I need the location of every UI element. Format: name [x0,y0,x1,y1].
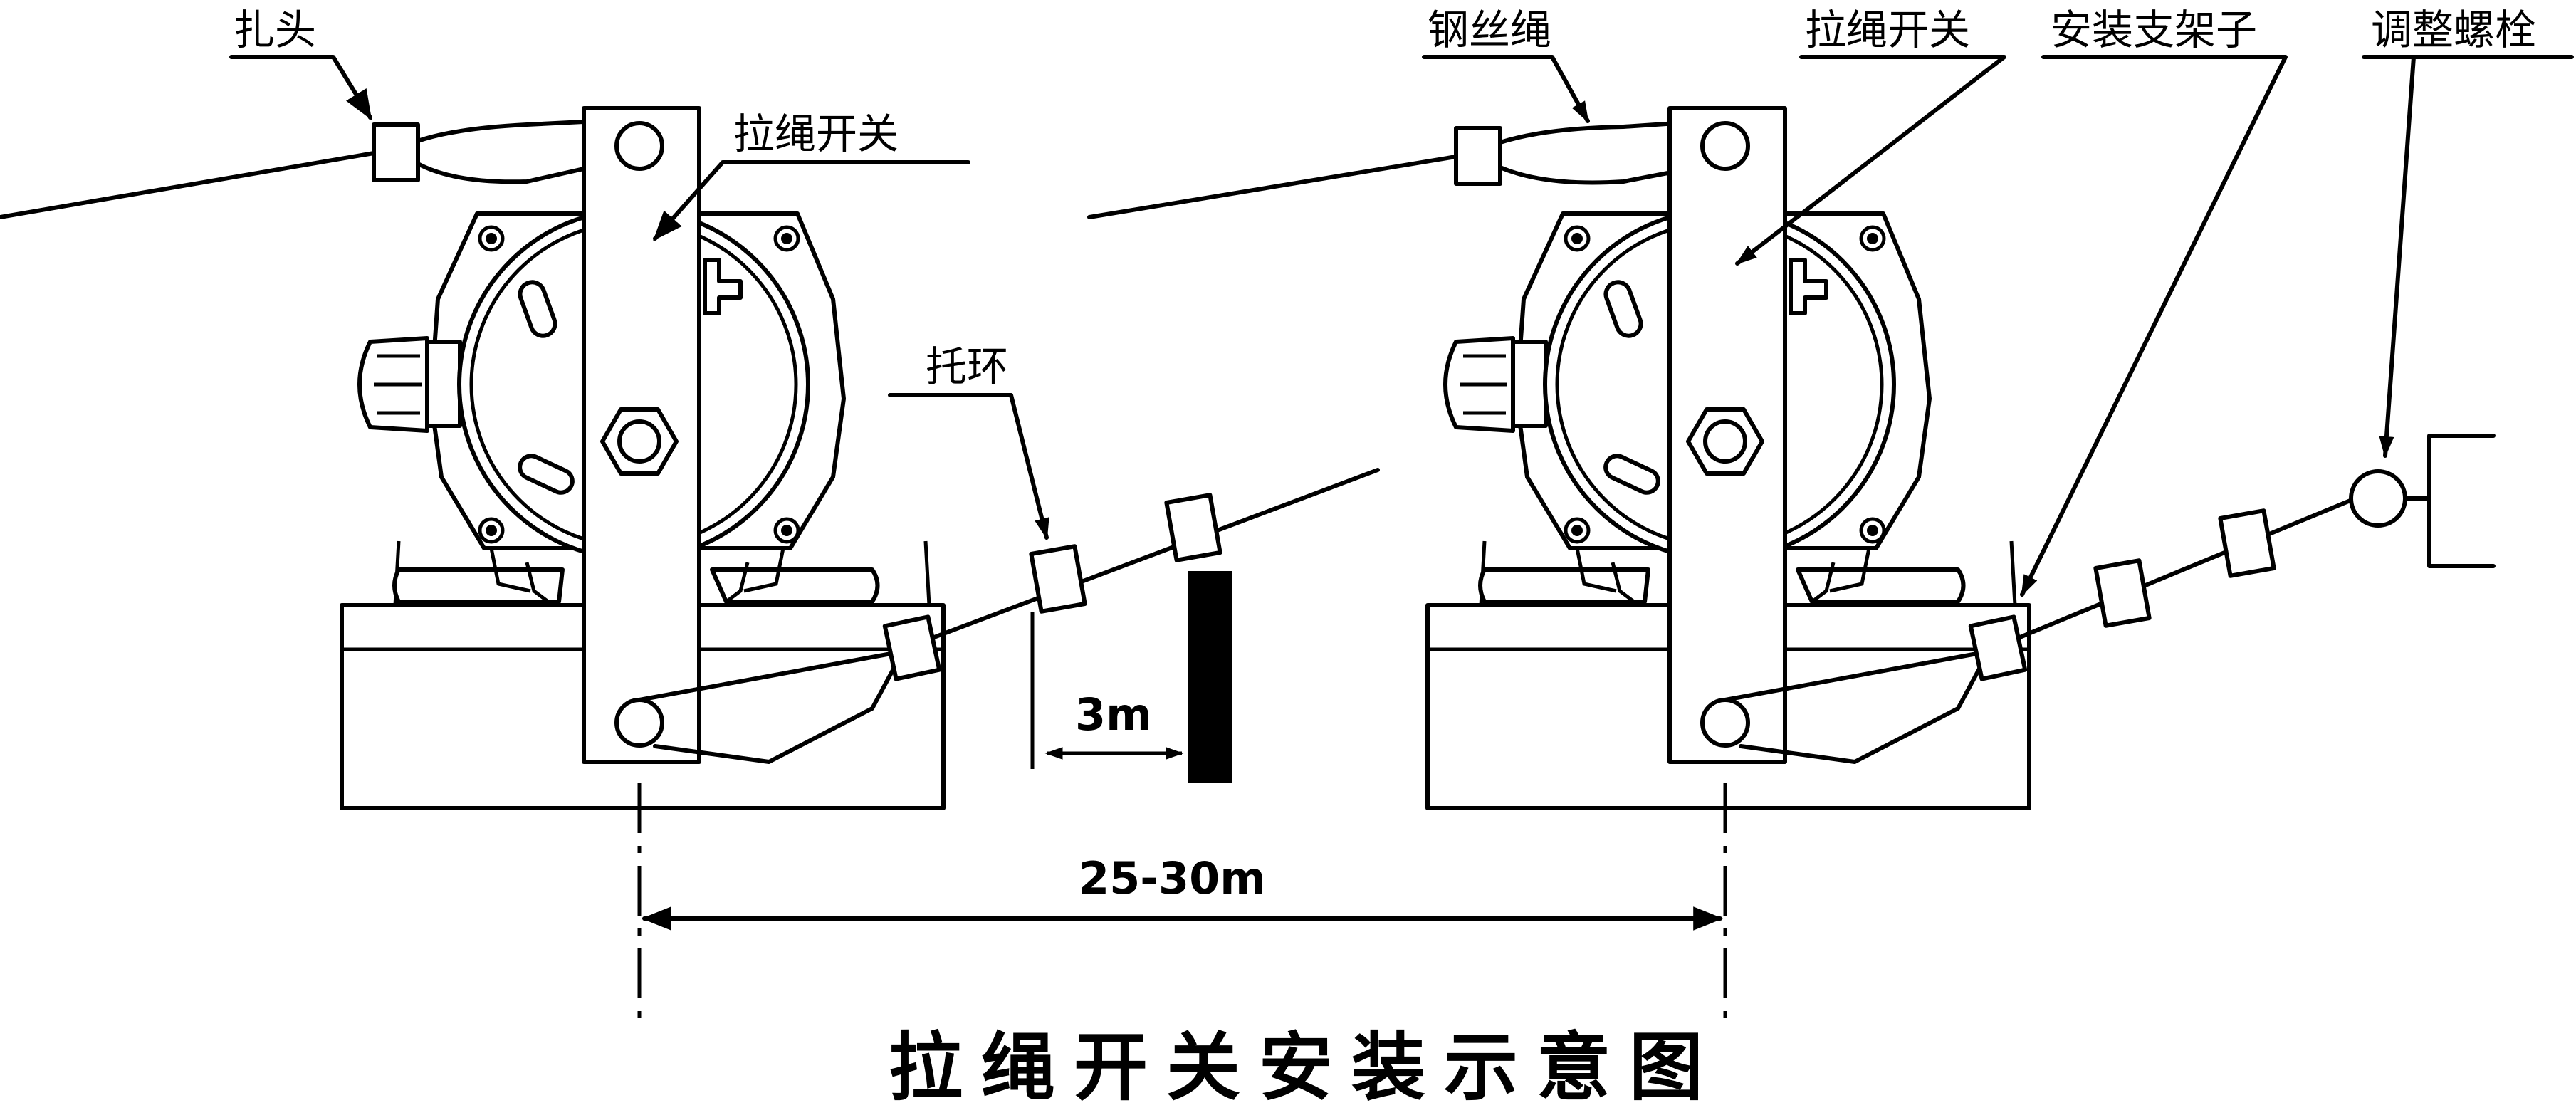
label-adjust-bolt: 调整螺栓 [2371,6,2536,54]
dimension-ring-spacing: 3m [1075,689,1152,740]
clamp-head-icon [1454,126,1502,186]
dimension-switch-spacing: 25-30m [1079,852,1266,904]
diagram-title: 拉绳开关安装示意图 [889,1023,1722,1111]
support-post [1188,571,1232,783]
adjust-bolt-icon [2349,469,2407,528]
label-pull-switch-left: 拉绳开关 [733,110,899,158]
label-clamp-head: 扎头 [234,6,316,54]
support-ring-icon [2093,558,2152,628]
clamp-head-icon [372,122,420,182]
support-ring-icon [2218,508,2276,578]
label-mounting-bracket: 安装支架子 [2051,6,2257,54]
support-ring-icon [1164,493,1222,562]
support-ring-icon [1029,544,1087,614]
pull-switch-right [1428,108,2029,808]
pull-switch-left [342,108,943,808]
label-wire-rope: 钢丝绳 [1428,6,1551,54]
label-support-ring: 托环 [926,342,1008,391]
label-pull-switch-right: 拉绳开关 [1805,6,1970,54]
